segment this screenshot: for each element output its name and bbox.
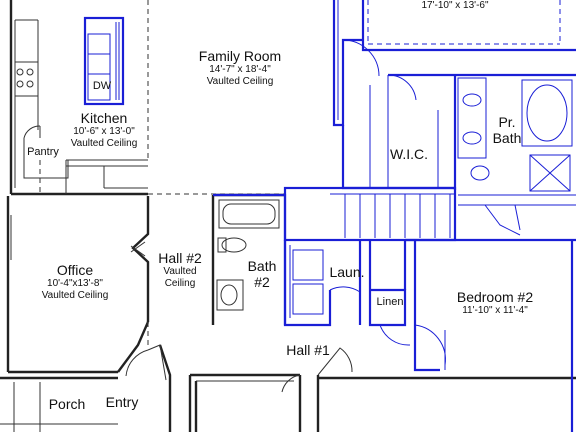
kitchen-label: Kitchen 10'-6" x 13'-0" Vaulted Ceiling: [54, 110, 154, 149]
entry-label: Entry: [100, 394, 144, 410]
wic-label: W.I.C.: [384, 146, 434, 162]
range-icon: [16, 68, 34, 88]
family-room-ceiling: Vaulted Ceiling: [206, 75, 274, 87]
kitchen-dims: 10'-6" x 13'-0": [73, 126, 135, 138]
bath2-name-2: #2: [254, 274, 270, 291]
highlighted-walls: [83, 0, 576, 432]
linen-label: Linen: [376, 296, 404, 308]
bedroom2-dims: 11'-10" x 11'-4": [462, 305, 528, 317]
family-room-dims: 14'-7" x 18'-4": [209, 64, 271, 76]
hall2-ceiling-2: Ceiling: [164, 277, 196, 289]
kitchen-name: Kitchen: [80, 110, 128, 126]
entry-name: Entry: [105, 394, 139, 410]
top-room-label: 17'-10" x 13'-6": [400, 0, 510, 12]
pantry-label: Pantry: [27, 146, 59, 158]
dishwasher-label: DW: [92, 80, 112, 92]
bedroom2-label: Bedroom #2 11'-10" x 11'-4": [440, 289, 550, 317]
primary-bath-name-2: Bath: [492, 130, 522, 147]
hall1-name: Hall #1: [286, 342, 330, 358]
bath2-name-1: Bath: [247, 258, 277, 274]
family-room-name: Family Room: [198, 48, 282, 64]
office-label: Office 10'-4"x13'-8" Vaulted Ceiling: [25, 262, 125, 301]
bath2-label: Bath #2: [242, 258, 282, 290]
bedroom2-name: Bedroom #2: [456, 289, 534, 305]
office-name: Office: [56, 262, 94, 278]
primary-bath-name-1: Pr.: [498, 114, 516, 130]
hall2-ceiling-1: Vaulted: [163, 266, 197, 278]
hall2-label: Hall #2 Vaulted Ceiling: [150, 250, 210, 289]
hall2-name: Hall #2: [158, 250, 202, 266]
top-room-dims: 17'-10" x 13'-6": [421, 0, 489, 11]
stair-treads: [344, 194, 451, 238]
kitchen-ceiling: Vaulted Ceiling: [70, 137, 138, 149]
laundry-name: Laun.: [329, 264, 365, 280]
wic-name: W.I.C.: [389, 146, 429, 162]
hall1-label: Hall #1: [278, 342, 338, 358]
porch-name: Porch: [48, 396, 86, 412]
laundry-label: Laun.: [324, 264, 370, 280]
primary-bath-label: Pr. Bath: [486, 114, 528, 146]
family-room-label: Family Room 14'-7" x 18'-4" Vaulted Ceil…: [180, 48, 300, 87]
porch-label: Porch: [40, 396, 94, 412]
opening-dashes: [39, 0, 285, 345]
office-dims: 10'-4"x13'-8": [47, 278, 103, 290]
office-ceiling: Vaulted Ceiling: [41, 289, 109, 301]
